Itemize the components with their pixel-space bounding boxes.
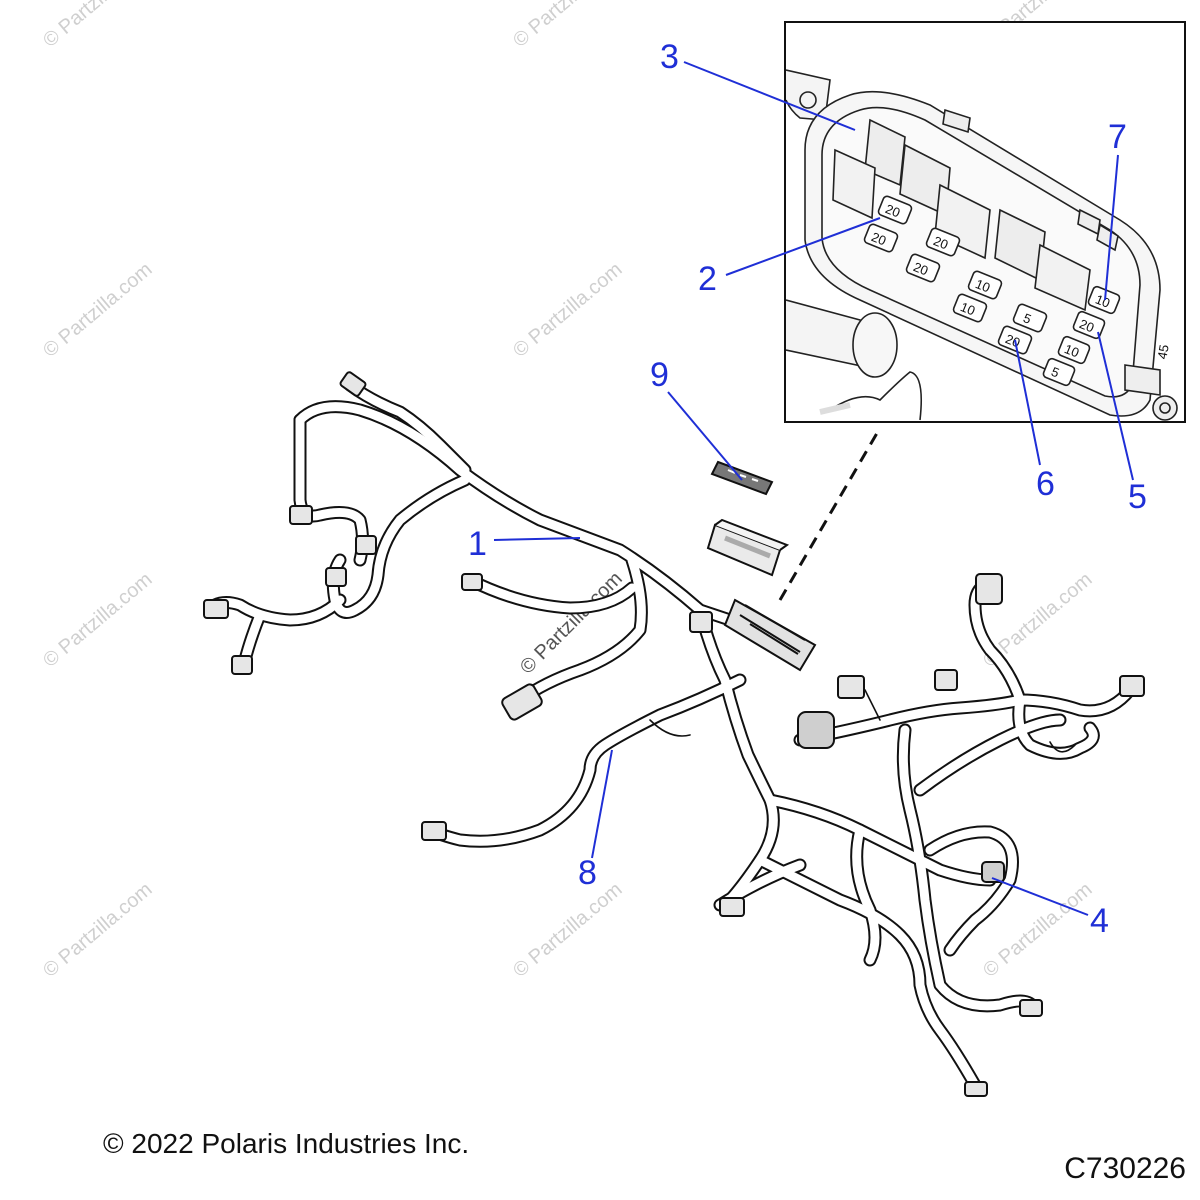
- fuse-label: 20: [931, 233, 950, 252]
- callout-3: 3: [660, 38, 679, 76]
- watermark: © Partzilla.com: [39, 0, 156, 52]
- callout-6: 6: [1036, 465, 1055, 503]
- callout-8: 8: [578, 854, 597, 892]
- watermark: © Partzilla.com: [39, 568, 156, 671]
- fuse-label: 10: [1062, 341, 1081, 360]
- fuse-label: 45: [1154, 343, 1171, 360]
- callout-2: 2: [698, 260, 717, 298]
- fuse-label: 10: [1093, 291, 1112, 310]
- fuse-box-inset: 20 20 20 20 10 10 5 20 10 20 10 5 45: [784, 21, 1186, 423]
- watermark: © Partzilla.com: [509, 0, 626, 52]
- figure-code: C730226: [1064, 1152, 1186, 1185]
- callout-9: 9: [650, 356, 669, 394]
- fuse-box: [723, 598, 817, 672]
- watermark: © Partzilla.com: [509, 878, 626, 981]
- connectors: [203, 371, 1145, 1097]
- fuse-label: 10: [958, 299, 977, 318]
- copyright-notice: © 2022 Polaris Industries Inc.: [103, 1128, 470, 1159]
- callout-1: 1: [468, 525, 487, 563]
- fuse-label: 20: [1077, 316, 1096, 335]
- fuse-label: 10: [973, 276, 992, 295]
- callouts: [493, 61, 1134, 916]
- fuse-label-card: [710, 460, 774, 496]
- watermark: © Partzilla.com: [509, 258, 626, 361]
- inset-link: [778, 427, 882, 601]
- fuse-box-cover: [706, 518, 790, 577]
- watermark: © Partzilla.com: [39, 258, 156, 361]
- callout-4: 4: [1090, 902, 1109, 940]
- watermark: © Partzilla.com: [39, 878, 156, 981]
- fuse-label: 20: [911, 259, 930, 278]
- wiring-harness: [208, 378, 1137, 1092]
- fuse-label: 20: [883, 201, 902, 220]
- callout-7: 7: [1108, 118, 1127, 156]
- fuse-label: 20: [869, 229, 888, 248]
- callout-5: 5: [1128, 478, 1147, 516]
- callout-labels: 1 2 3 4 5 6 7 8 9: [468, 38, 1147, 940]
- fuse-label: 20: [1003, 331, 1022, 350]
